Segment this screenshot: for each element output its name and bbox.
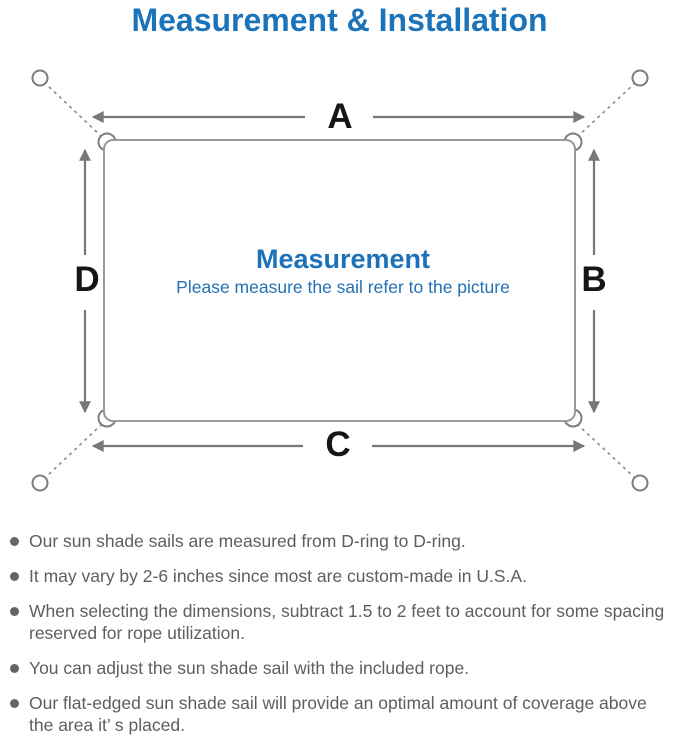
list-item: Our sun shade sails are measured from D-… <box>10 530 675 552</box>
anchor-point-bottom-right-icon <box>631 474 649 492</box>
rope-bottom-left <box>45 423 103 478</box>
bullet-dot-icon <box>10 699 19 708</box>
page-title: Measurement & Installation <box>131 2 548 38</box>
list-item: You can adjust the sun shade sail with t… <box>10 657 675 679</box>
rope-bottom-right <box>576 423 635 478</box>
notes-list: Our sun shade sails are measured from D-… <box>0 524 679 739</box>
note-text: It may vary by 2-6 inches since most are… <box>29 566 527 586</box>
dimension-label-b: B <box>581 260 606 299</box>
note-text: Our sun shade sails are measured from D-… <box>29 531 466 551</box>
diagram-center-title: Measurement <box>256 244 430 274</box>
anchor-point-top-left-icon <box>31 69 49 87</box>
anchor-points <box>31 69 649 492</box>
rope-top-left <box>45 83 103 138</box>
bullet-dot-icon <box>10 607 19 616</box>
measurement-diagram: A B C D Measurement Please measure the s… <box>31 69 649 492</box>
note-text: You can adjust the sun shade sail with t… <box>29 658 470 678</box>
bullet-dot-icon <box>10 664 19 673</box>
dimension-label-c: C <box>325 425 350 464</box>
list-item: It may vary by 2-6 inches since most are… <box>10 565 675 587</box>
anchor-point-bottom-left-icon <box>31 474 49 492</box>
dimension-label-a: A <box>327 97 352 136</box>
note-text: Our flat-edged sun shade sail will provi… <box>29 693 647 735</box>
list-item: Our flat-edged sun shade sail will provi… <box>10 692 675 736</box>
anchor-point-top-right-icon <box>631 69 649 87</box>
bullet-dot-icon <box>10 537 19 546</box>
list-item: When selecting the dimensions, subtract … <box>10 600 675 644</box>
sail-rectangle <box>103 139 576 422</box>
diagram-center-subtitle: Please measure the sail refer to the pic… <box>176 277 510 297</box>
bullet-dot-icon <box>10 572 19 581</box>
rope-top-right <box>576 83 635 138</box>
rope-dashed-lines <box>45 83 635 478</box>
dimension-label-d: D <box>74 260 99 299</box>
measure-arrows <box>79 111 600 452</box>
note-text: When selecting the dimensions, subtract … <box>29 601 665 643</box>
